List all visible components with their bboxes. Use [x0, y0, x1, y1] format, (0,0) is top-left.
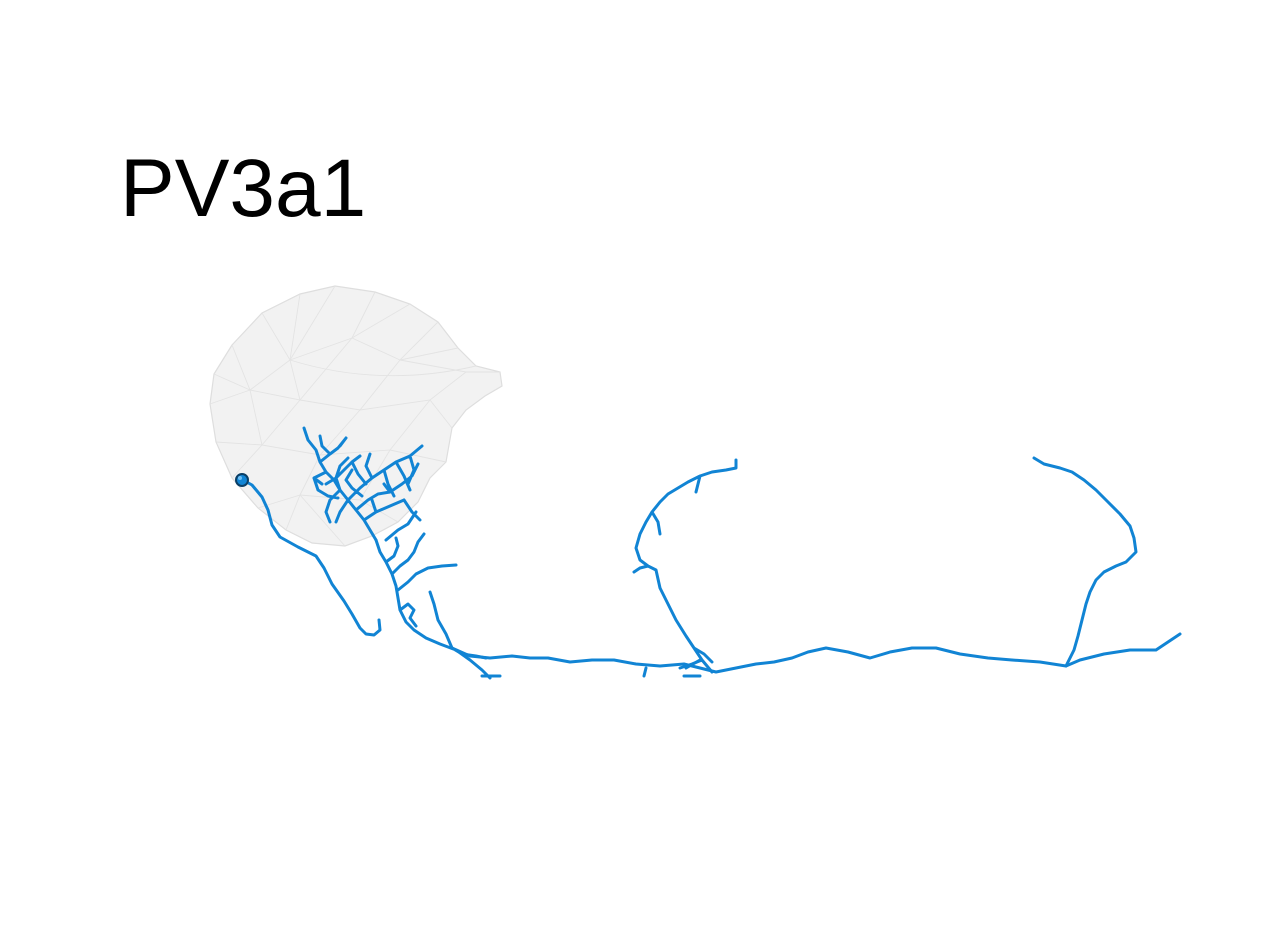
dendrite-arbor [302, 426, 424, 542]
neuropil-mesh [209, 285, 503, 547]
axon-loop-right [1032, 456, 1138, 668]
neuropil-facets [209, 285, 500, 547]
neuropil-volume [209, 285, 503, 547]
primary-neurite [241, 478, 382, 637]
neuron-skeleton [241, 426, 1182, 680]
main-axon [450, 632, 1182, 678]
soma-marker [235, 473, 249, 487]
axon-loop-left [632, 458, 738, 674]
figure-title: PV3a1 [120, 143, 367, 234]
soma [235, 473, 249, 487]
descending-branch [374, 498, 492, 680]
soma-highlight [238, 476, 242, 480]
